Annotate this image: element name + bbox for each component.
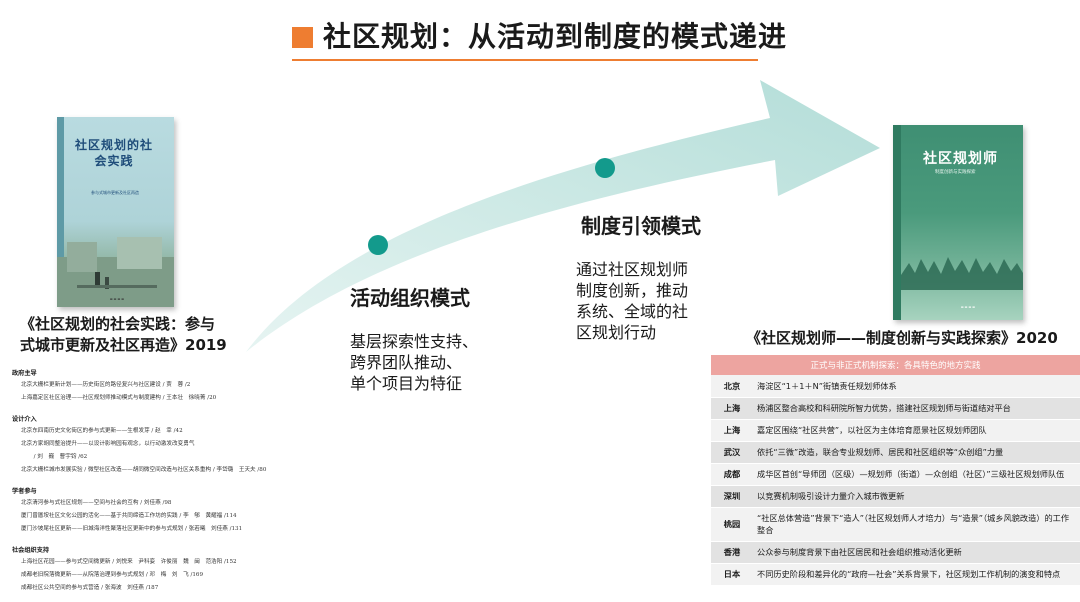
- book-spine: [893, 125, 901, 320]
- table-text-cell: 嘉定区围绕“社区共营”，以社区为主体培育愿景社区规划师团队: [753, 419, 1080, 442]
- toc-section-title: 社会组织支持: [12, 547, 50, 554]
- table-city-cell: 武汉: [711, 441, 753, 464]
- toc-item: 成都社区公共空间的参与式营造 / 张海波 刘佳燕 /187: [21, 585, 159, 591]
- table-row: 北京 海淀区“1＋1＋N”街镇责任规划师体系: [711, 375, 1080, 398]
- activity-mode-dot: [368, 235, 388, 255]
- table-text-cell: 以竞赛机制吸引设计力量介入城市微更新: [753, 485, 1080, 508]
- table-text-cell: 杨浦区整合高校和科研院所智力优势，搭建社区规划师与街道结对平台: [753, 397, 1080, 420]
- table-row: 香港 公众参与制度背景下由社区居民和社会组织推动活化更新: [711, 541, 1080, 564]
- toc-item: 上海嘉定区社区治理——社区规划师推动模式与制度建构 / 王本壮 徐晓菁 /20: [21, 395, 217, 401]
- institution-mode-desc: 通过社区规划师 制度创新，推动 系统、全域的社 区规划行动: [576, 259, 688, 343]
- table-text-cell: 公众参与制度背景下由社区居民和社会组织推动活化更新: [753, 541, 1080, 564]
- table-header: 正式与非正式机制探索：各具特色的地方实践: [711, 355, 1080, 375]
- toc-section: 学者参与 北京清河参与式社区规划——空间与社会的互构 / 刘佳燕 /98 厦门曾…: [12, 486, 312, 532]
- left-book-cover-title: 社区规划的社会实践: [74, 138, 153, 168]
- table-city-cell: 香港: [711, 541, 753, 564]
- activity-desc-line: 单个项目为特征: [350, 374, 463, 393]
- table-text-cell: 依托“三微”改造，联合专业规划师、居民和社区组织等“众创组”力量: [753, 441, 1080, 464]
- table-city-cell: 上海: [711, 397, 753, 420]
- page-title: 社区规划：从活动到制度的模式递进: [323, 20, 788, 53]
- toc-item: 北京大栅栏更新计划——历史街区的路径复兴与社区建设 / 贾 蓉 /2: [21, 382, 191, 388]
- institution-desc-line: 区规划行动: [576, 323, 657, 342]
- toc-item: 北京清河参与式社区规划——空间与社会的互构 / 刘佳燕 /98: [21, 500, 172, 506]
- left-book-cover-subtitle: 参与式城市更新及社区再造: [91, 190, 139, 195]
- table-header-row: 正式与非正式机制探索：各具特色的地方实践: [711, 355, 1080, 375]
- activity-desc-line: 跨界团队推动、: [350, 353, 463, 372]
- table-row: 上海 嘉定区围绕“社区共营”，以社区为主体培育愿景社区规划师团队: [711, 419, 1080, 442]
- toc-section: 设计介入 北京东四南历史文化街区的参与式更新——生根发芽 / 赵 幸 /42 北…: [12, 414, 312, 473]
- table-city-cell: 日本: [711, 563, 753, 586]
- toc-item: 成都老旧院落微更新——从院落治理到参与式规划 / 邓 梅 刘 飞 /169: [21, 572, 203, 578]
- table-row: 深圳 以竞赛机制吸引设计力量介入城市微更新: [711, 485, 1080, 508]
- toc-section-title: 学者参与: [12, 488, 37, 495]
- table-city-cell: 上海: [711, 419, 753, 442]
- toc-item: 北京方家胡同整治提升——以设计影响园有观念，以行动激发改变勇气: [21, 441, 195, 447]
- toc-section: 政府主导 北京大栅栏更新计划——历史街区的路径复兴与社区建设 / 贾 蓉 /2 …: [12, 368, 312, 401]
- left-book-caption-line: 《社区规划的社会实践：参与: [20, 315, 216, 333]
- table-row: 武汉 依托“三微”改造，联合专业规划师、居民和社区组织等“众创组”力量: [711, 441, 1080, 464]
- left-book-cover: 社区规划的社会实践 参与式城市更新及社区再造 ▬ ▬ ▬ ▬: [57, 117, 174, 307]
- activity-desc-line: 基层探索性支持、: [350, 332, 479, 351]
- activity-mode-title: 活动组织模式: [350, 286, 470, 310]
- table-text-cell: 成华区首创“导师团（区级）—规划师（街道）—众创组（社区）”三级社区规划师队伍: [753, 463, 1080, 486]
- toc-item: 北京大栅栏城市发展实验 / 微型社区改造——胡同微空间改造与社区关系重构 / 李…: [21, 467, 267, 473]
- institution-desc-line: 系统、全域的社: [576, 302, 689, 321]
- toc-item: 厦门沙坡尾社区更新——旧城海洋性聚落社区更新中的参与式规划 / 张若曦 刘佳燕 …: [21, 526, 243, 532]
- book-spine: [57, 117, 64, 307]
- table-city-cell: 桃园: [711, 507, 753, 542]
- table-row: 上海 杨浦区整合高校和科研院所智力优势，搭建社区规划师与街道结对平台: [711, 397, 1080, 420]
- crowd-illustration-image: [901, 257, 1023, 290]
- local-practice-table: 正式与非正式机制探索：各具特色的地方实践 北京 海淀区“1＋1＋N”街镇责任规划…: [711, 355, 1080, 586]
- activity-mode-desc: 基层探索性支持、 跨界团队推动、 单个项目为特征: [350, 331, 478, 394]
- table-city-cell: 北京: [711, 375, 753, 398]
- table-city-cell: 成都: [711, 463, 753, 486]
- left-book-caption: 《社区规划的社会实践：参与 式城市更新及社区再造》2019: [20, 314, 250, 356]
- book-toc: 政府主导 北京大栅栏更新计划——历史街区的路径复兴与社区建设 / 贾 蓉 /2 …: [12, 360, 312, 596]
- right-book-cover-subtitle: 制度创新与实践探索: [935, 170, 976, 175]
- institution-desc-line: 通过社区规划师: [576, 260, 689, 279]
- right-book-caption: 《社区规划师——制度创新与实践探索》2020: [746, 329, 1058, 347]
- right-book-cover-title: 社区规划师: [923, 151, 998, 167]
- toc-section: 社会组织支持 上海社区花园——参与式空间微更新 / 刘悦来 尹科娈 许俊丽 魏 …: [12, 545, 312, 591]
- toc-section-title: 设计介入: [12, 416, 37, 423]
- table-row: 日本 不同历史阶段和差异化的“政府—社会”关系背景下，社区规划工作机制的演变和特…: [711, 563, 1080, 586]
- toc-item: 厦门曾厝垵社区文化公园的活化——基于共同缔造工作坊的实践 / 李 郇 黄耀福 /…: [21, 513, 237, 519]
- institution-mode-dot: [595, 158, 615, 178]
- table-text-cell: 海淀区“1＋1＋N”街镇责任规划师体系: [753, 375, 1080, 398]
- table-row: 桃园 “社区总体营造”背景下“造人”（社区规划师人才培力）与“造景”（城乡风貌改…: [711, 507, 1080, 542]
- table-city-cell: 深圳: [711, 485, 753, 508]
- table-text-cell: 不同历史阶段和差异化的“政府—社会”关系背景下，社区规划工作机制的演变和特点: [753, 563, 1080, 586]
- toc-item: / 刘 巍 曹宇钧 /62: [28, 454, 88, 460]
- title-underline: [292, 59, 758, 61]
- publisher-logo: ▬ ▬ ▬ ▬: [960, 305, 976, 309]
- toc-section-title: 政府主导: [12, 370, 37, 377]
- publisher-logo: ▬ ▬ ▬ ▬: [109, 297, 125, 301]
- institution-desc-line: 制度创新，推动: [576, 281, 689, 300]
- left-book-caption-line: 式城市更新及社区再造》2019: [20, 336, 227, 354]
- street-photo-image: [57, 237, 174, 307]
- toc-item: 北京东四南历史文化街区的参与式更新——生根发芽 / 赵 幸 /42: [21, 428, 183, 434]
- table-row: 成都 成华区首创“导师团（区级）—规划师（街道）—众创组（社区）”三级社区规划师…: [711, 463, 1080, 486]
- table-text-cell: “社区总体营造”背景下“造人”（社区规划师人才培力）与“造景”（城乡风貌改造）的…: [753, 507, 1080, 542]
- right-book-cover: 社区规划师 制度创新与实践探索 ▬ ▬ ▬ ▬: [893, 125, 1023, 320]
- toc-item: 上海社区花园——参与式空间微更新 / 刘悦来 尹科娈 许俊丽 魏 闽 范浩阳 /…: [21, 559, 237, 565]
- title-accent-square: [292, 27, 313, 48]
- institution-mode-title: 制度引领模式: [581, 214, 701, 238]
